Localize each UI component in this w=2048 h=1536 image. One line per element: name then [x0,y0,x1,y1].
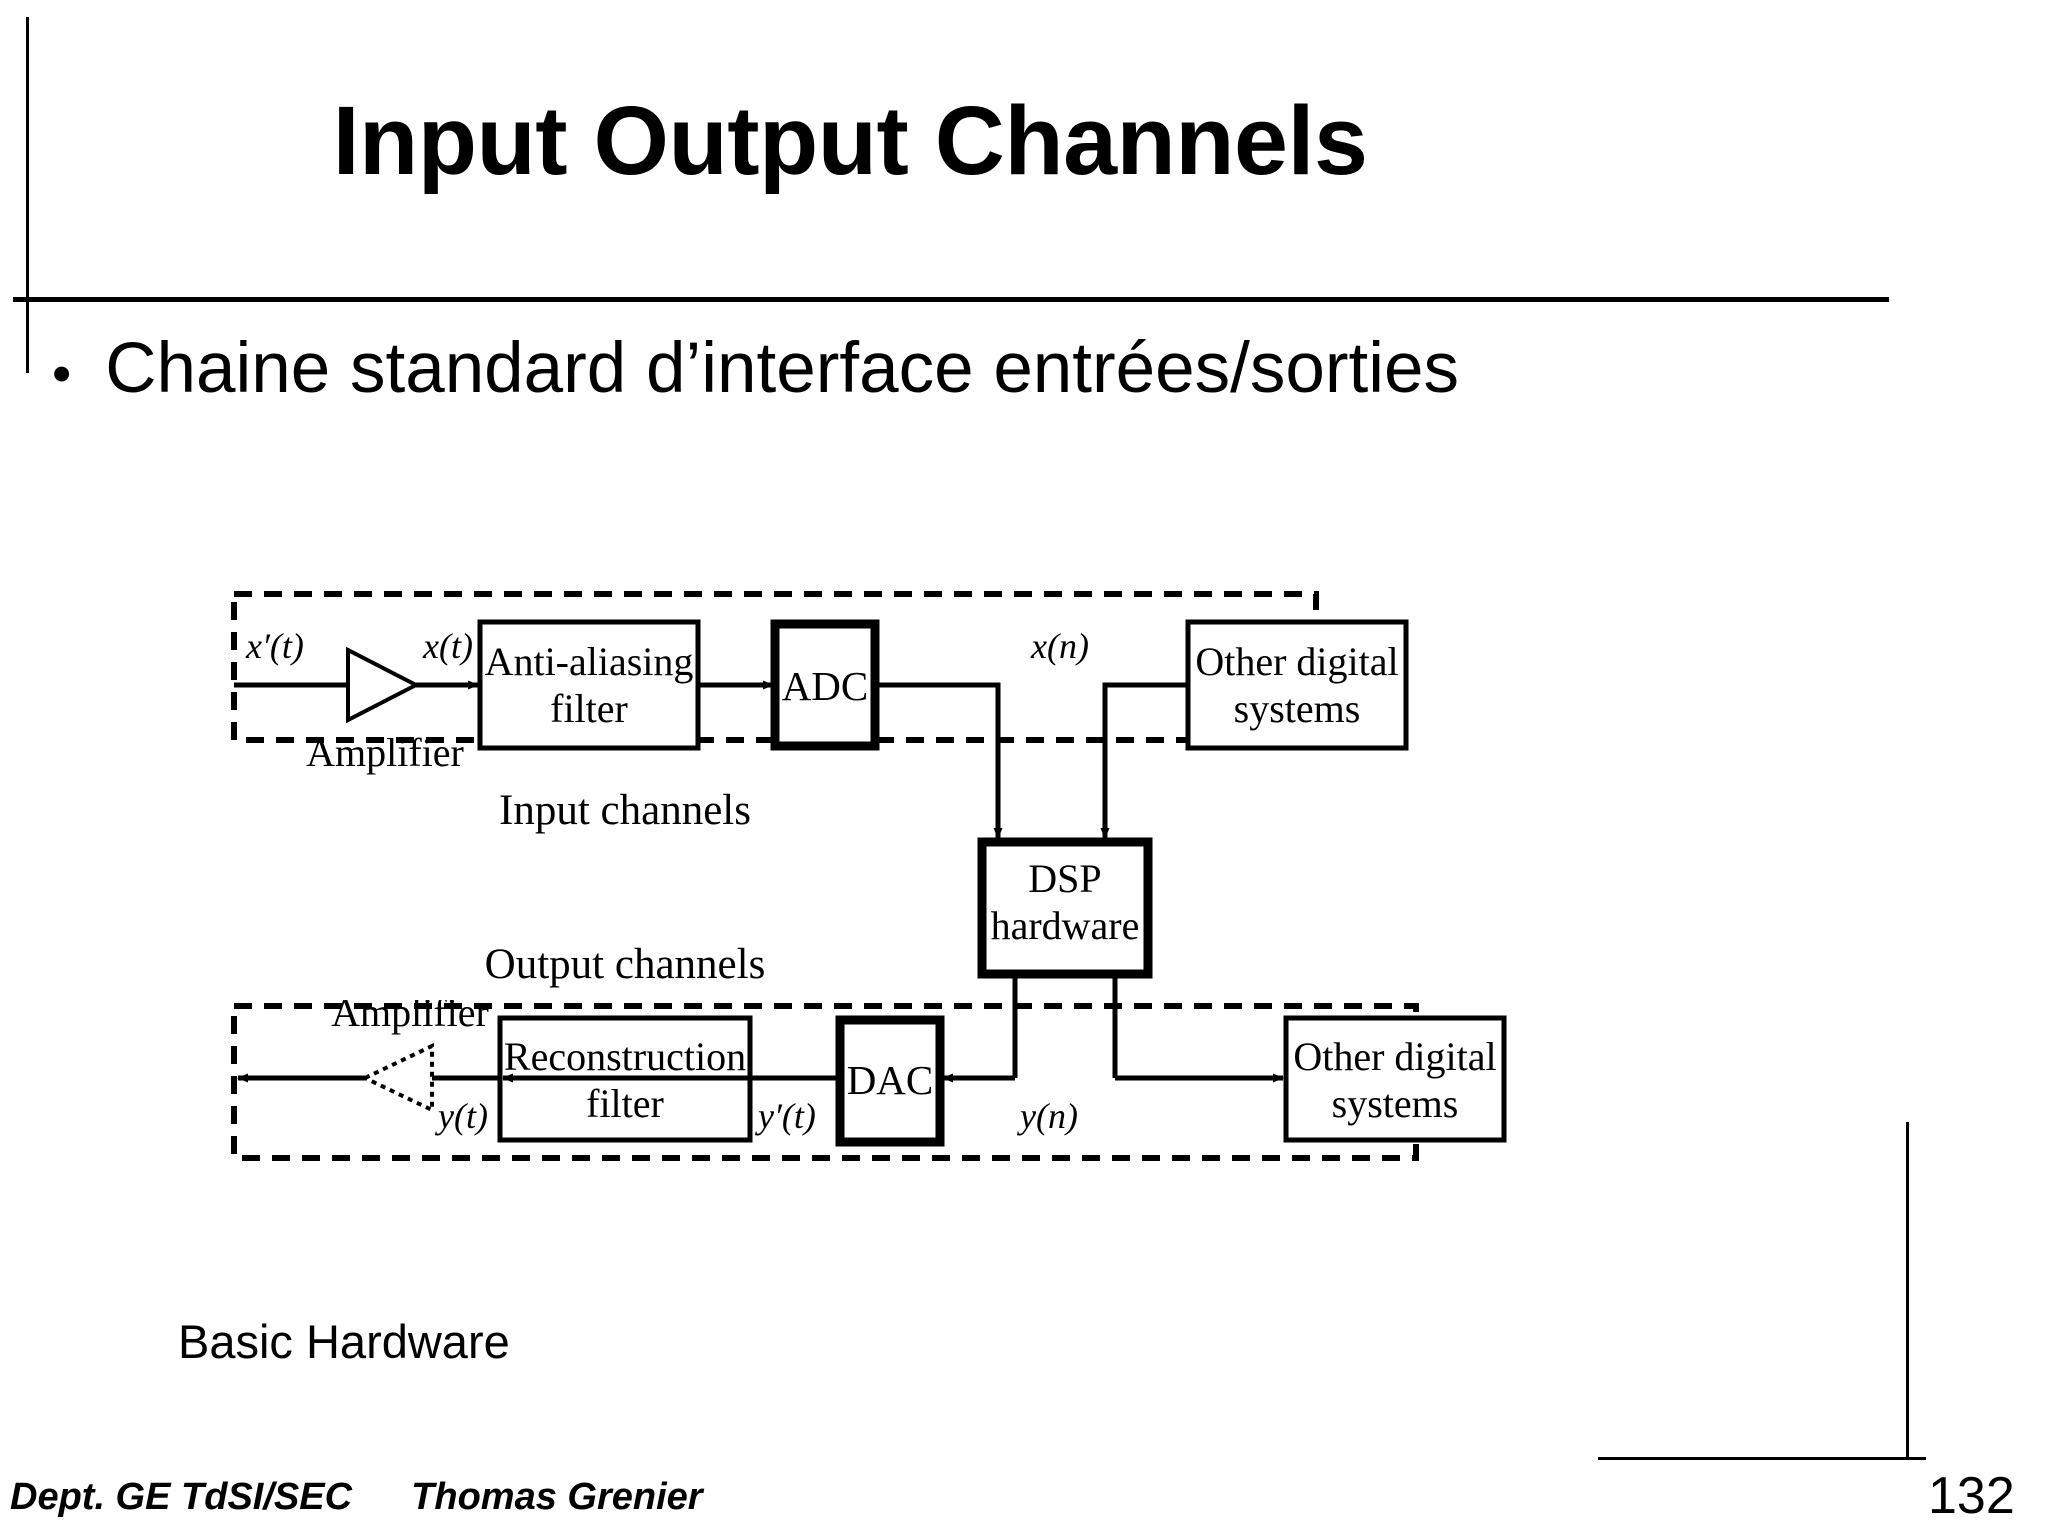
signal-label-x-t: x(t) [422,626,473,666]
dsp-hardware-label-line2: hardware [991,903,1140,948]
signal-label-y-prime-t: y′(t) [755,1096,816,1136]
anti-aliasing-filter-label-line2: filter [550,686,628,731]
bullet-item: • Chaine standard d’interface entrées/so… [52,333,1459,404]
dsp-hardware-box [977,837,1153,979]
footer-credits: Dept. GE TdSI/SEC Thomas Grenier [10,1478,703,1516]
output-amplifier-triangle [360,1042,434,1114]
page-number: 132 [1928,1467,2015,1525]
bullet-item-label: Chaine standard d’interface entrées/sort… [105,329,1459,408]
reconstruction-filter-label-line1: Reconstruction [504,1034,746,1079]
signal-label-y-n: y(n) [1017,1096,1078,1136]
footer-right-vertical-rule [1906,1122,1909,1460]
footer-bottom-rule [1598,1457,1926,1460]
signal-label-y-t: y(t) [435,1096,488,1136]
other-digital-systems-top-box [1185,619,1409,751]
reconstruction-filter-label-line2: filter [586,1081,664,1126]
signal-label-x-prime-t: x′(t) [245,626,304,666]
output-channels-dashed-boundary [231,1003,1419,1161]
footer-author: Thomas Grenier [411,1476,703,1518]
title-underline-rule [13,297,1889,302]
other-digital-systems-bottom-label-line2: systems [1332,1081,1459,1126]
other-digital-systems-bottom-label-line1: Other digital [1293,1034,1496,1079]
input-amplifier-label: Amplifier [306,730,464,775]
output-amplifier-label: Amplifier [331,1000,489,1035]
footer-department: Dept. GE TdSI/SEC [10,1476,353,1518]
adc-box [770,619,880,751]
signal-label-x-n: x(n) [1030,626,1089,666]
diagram-caption: Basic Hardware [178,1315,510,1368]
dac-label: DAC [847,1057,934,1103]
anti-aliasing-filter-label-line1: Anti-aliasing [485,639,694,684]
other-digital-systems-top-label-line2: systems [1234,686,1361,731]
bullet-point-icon: • [52,342,72,404]
title-left-rule [26,17,29,373]
dac-box [835,1015,945,1147]
output-channels-group-label: Output channels [485,941,766,988]
other-digital-top-to-dsp-line [1100,682,1188,839]
dsp-hardware-label-line1: DSP [1028,856,1101,901]
slide-title: Input Output Channels [332,86,1368,195]
adc-label: ADC [782,663,869,709]
adc-to-dsp-line [875,682,1003,839]
other-digital-systems-bottom-box [1283,1015,1507,1143]
input-amplifier-triangle [346,646,421,724]
input-channels-group-label: Input channels [499,787,751,834]
dsp-io-channel-block-diagram: Anti-aliasing filter ADC x(n) Other digi… [220,580,1820,1161]
anti-aliasing-filter-box [477,619,701,751]
output-channels-svg: Reconstruction filter DAC Other digital … [231,1000,1507,1161]
other-digital-systems-top-label-line1: Other digital [1195,639,1398,684]
